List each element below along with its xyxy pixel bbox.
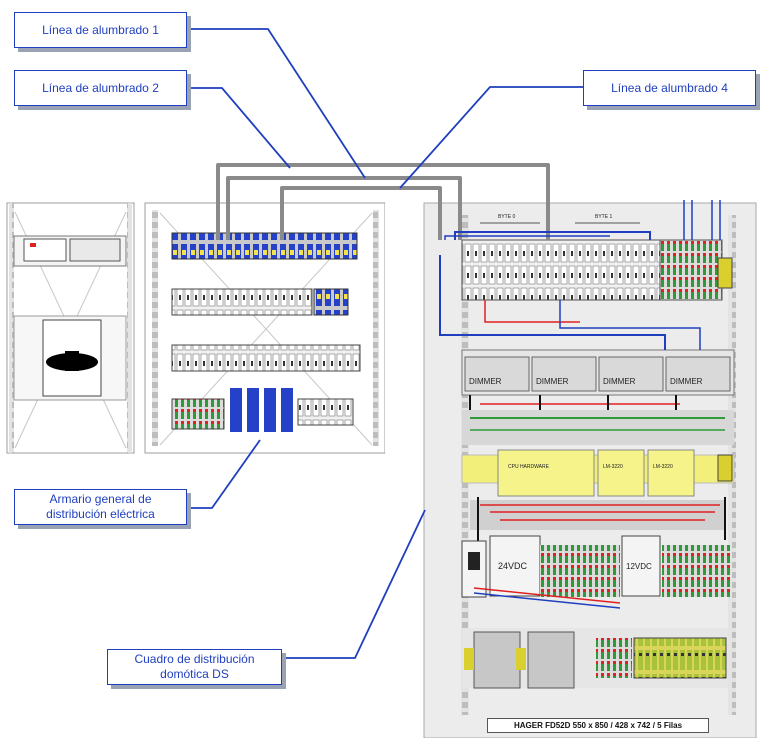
cabinet-left-2 — [144, 202, 386, 454]
cpu-label: CPU HARDWARE — [508, 464, 550, 470]
callout-lighting-line-2-text: Línea de alumbrado 2 — [42, 80, 159, 95]
callout-domotic-panel-line-2: domótica DS — [160, 667, 229, 681]
dimmer-1-label: DIMMER — [469, 377, 502, 386]
dimmer-4-label: DIMMER — [670, 377, 703, 386]
module-a-label: LM-3220 — [603, 464, 623, 470]
callout-lighting-line-1: Línea de alumbrado 1 — [14, 12, 187, 48]
callout-general-cabinet-line-1: Armario general de — [49, 492, 152, 506]
cabinet-left-1 — [6, 202, 135, 454]
cable-trays — [216, 163, 550, 240]
byte-1-label: BYTE 1 — [595, 214, 612, 220]
psu-12-label: 12VDC — [626, 562, 652, 571]
callout-lighting-line-4: Línea de alumbrado 4 — [583, 70, 756, 106]
panel-wiring — [439, 200, 721, 410]
callout-lighting-line-2: Línea de alumbrado 2 — [14, 70, 187, 106]
dimmer-3-label: DIMMER — [603, 377, 636, 386]
leader-lines — [187, 28, 588, 659]
dimmer-2-label: DIMMER — [536, 377, 569, 386]
callout-general-cabinet-line-2: distribución eléctrica — [46, 507, 155, 521]
byte-0-label: BYTE 0 — [498, 214, 515, 220]
callout-lighting-line-1-text: Línea de alumbrado 1 — [42, 22, 159, 37]
panel-spec-label: HAGER FD52D 550 x 850 / 428 x 742 / 5 Fi… — [487, 718, 709, 733]
callout-lighting-line-4-text: Línea de alumbrado 4 — [611, 80, 728, 95]
callout-domotic-panel: Cuadro de distribución domótica DS — [107, 649, 282, 685]
psu-24-label: 24VDC — [498, 561, 528, 571]
domotic-panel: BYTE 0 BYTE 1 DIMMER DIMMER DIMMER DIMME… — [423, 202, 757, 739]
callout-domotic-panel-line-1: Cuadro de distribución — [134, 652, 255, 666]
module-b-label: LM-3220 — [653, 464, 673, 470]
callout-general-cabinet: Armario general de distribución eléctric… — [14, 489, 187, 525]
